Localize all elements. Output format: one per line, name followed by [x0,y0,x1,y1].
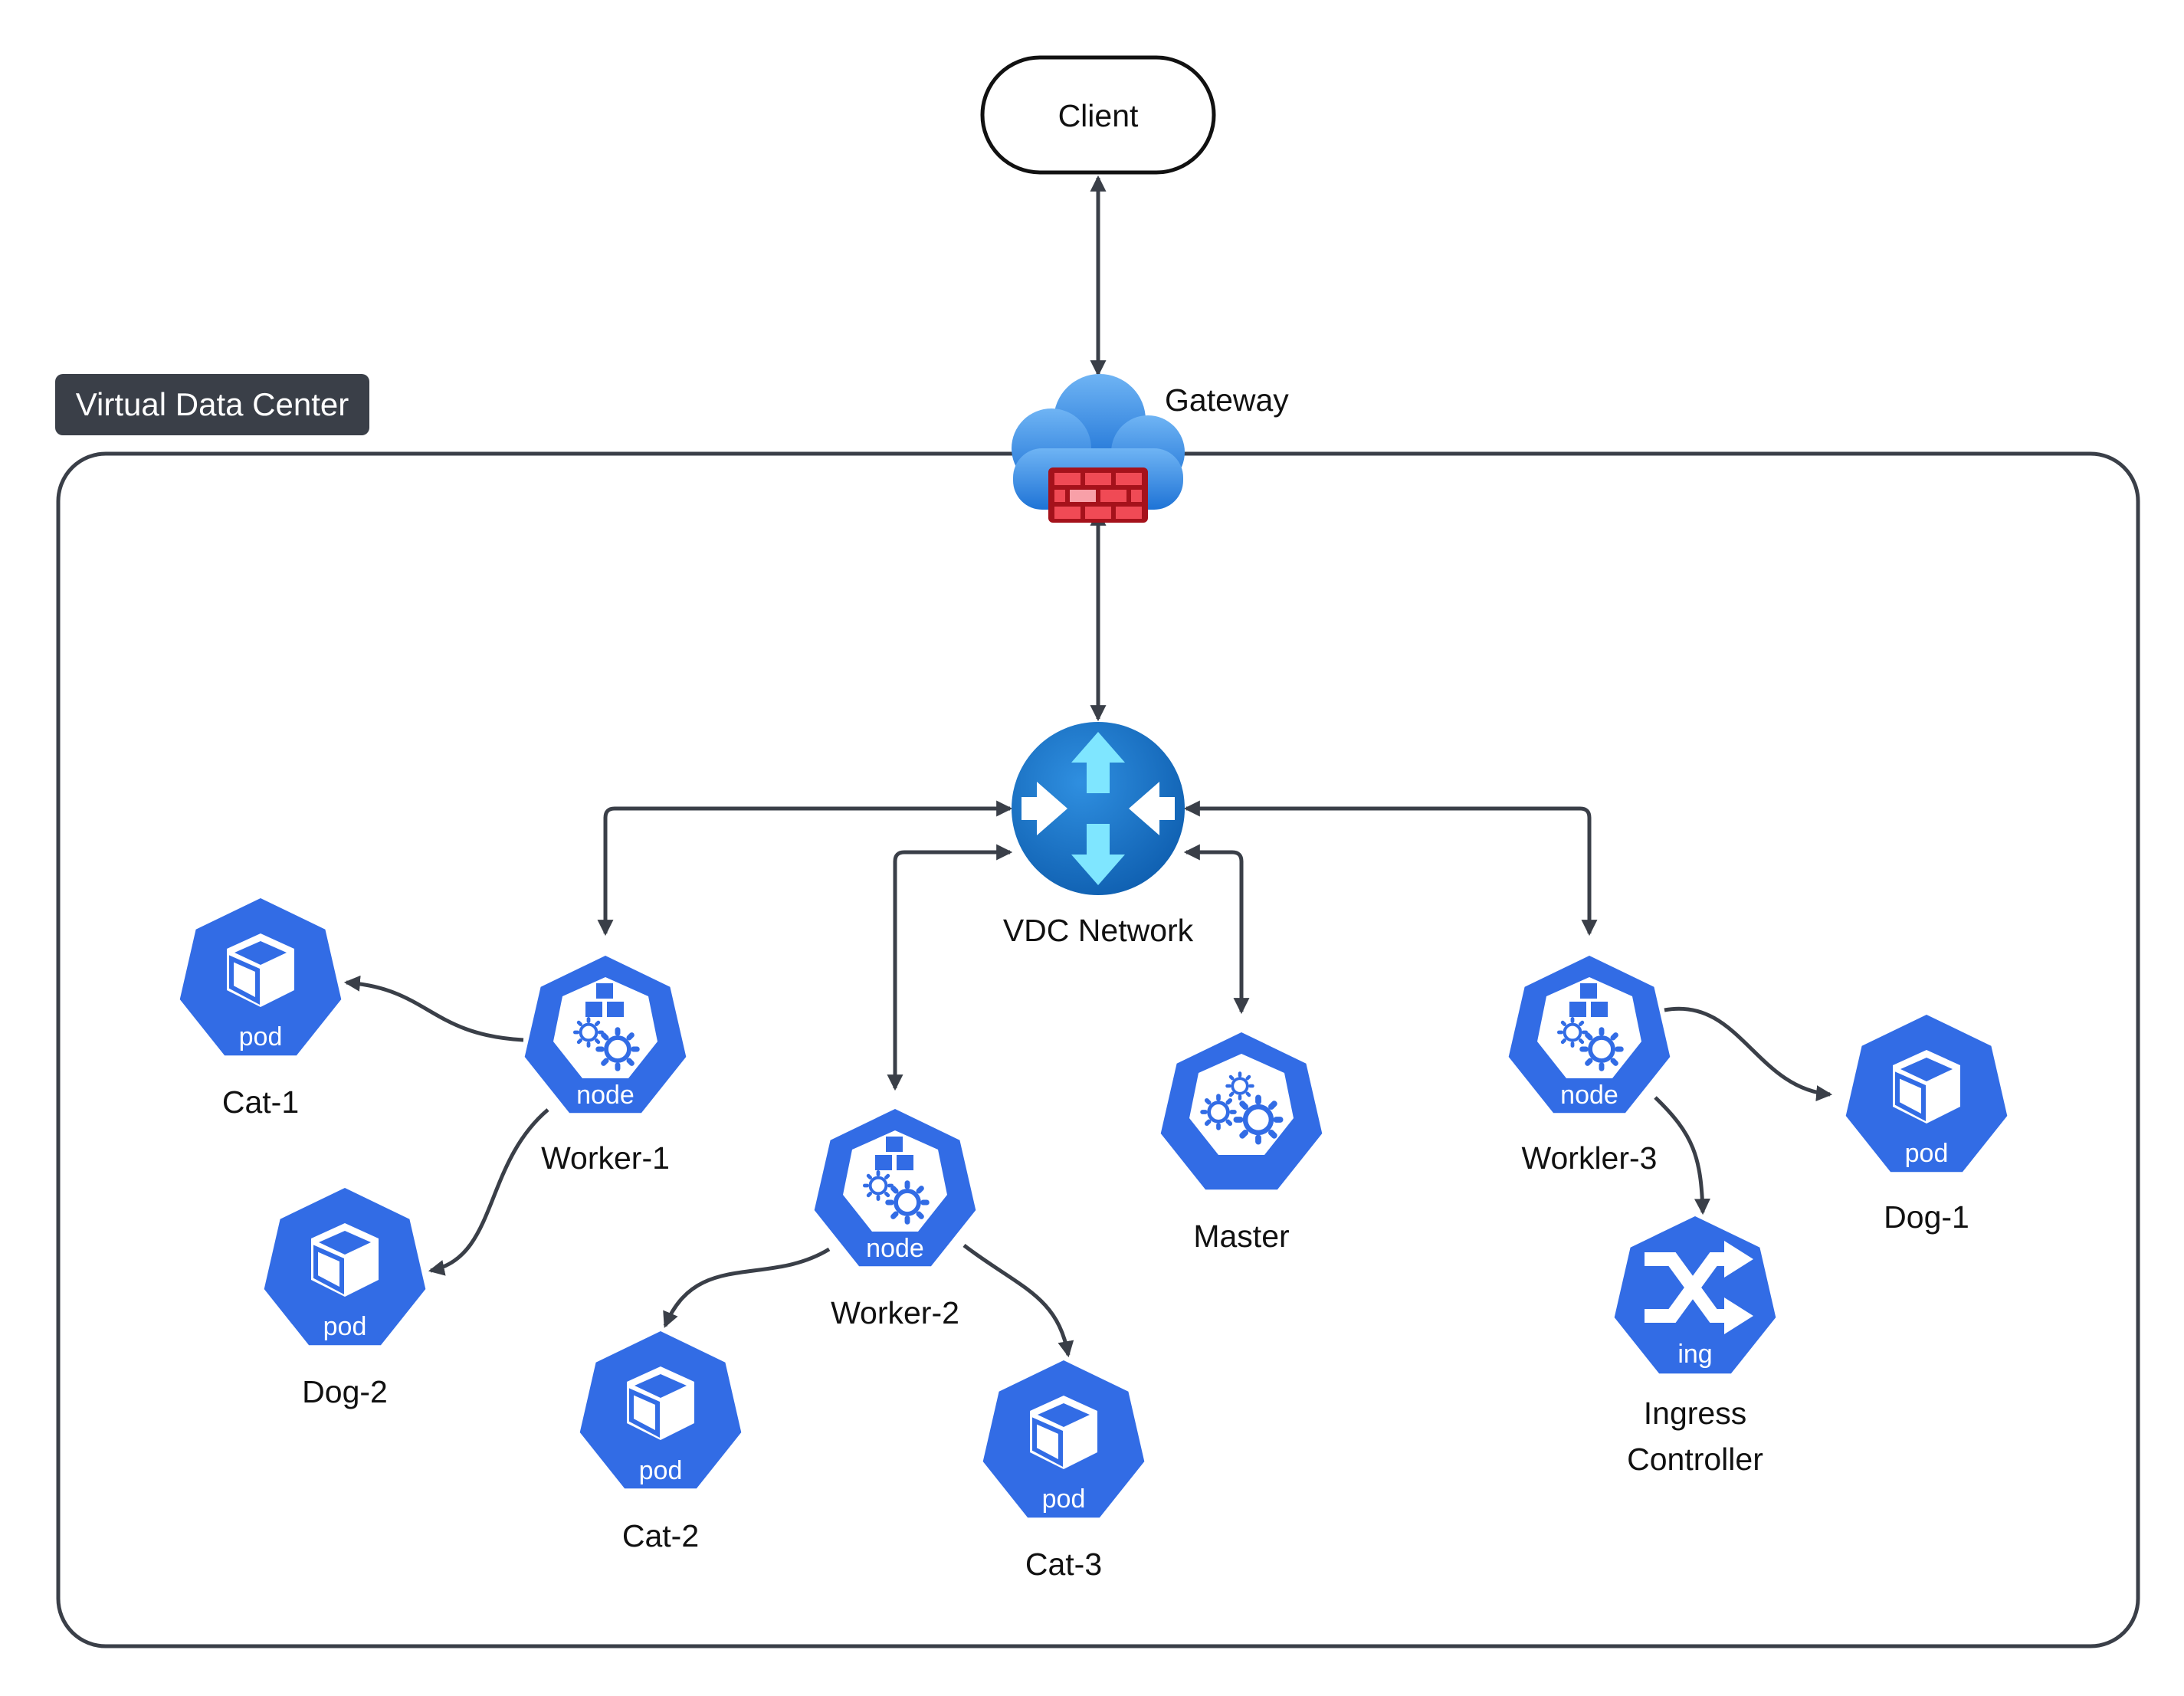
cat-3-pod[interactable]: pod Cat-3 [983,1360,1145,1582]
pod-badge: pod [323,1312,367,1341]
cloud-firewall-icon [1012,374,1185,523]
ingress-label-line2: Controller [1627,1442,1763,1477]
node-badge: node [866,1234,924,1263]
client-label: Client [1058,98,1139,133]
cat-3-label: Cat-3 [1025,1547,1102,1582]
master-label: Master [1193,1219,1289,1254]
gateway-label: Gateway [1165,382,1289,418]
cat-1-label: Cat-1 [222,1084,299,1120]
k8s-master-icon [1160,1032,1323,1190]
dog-1-pod[interactable]: pod Dog-1 [1846,1015,2008,1235]
pod-badge: pod [1905,1139,1949,1168]
node-badge: node [1560,1081,1618,1110]
vdc-label-badge: Virtual Data Center [55,374,369,435]
edge-worker1-dog2 [428,1108,549,1276]
dog-1-label: Dog-1 [1884,1199,1969,1235]
k8s-ingress-icon [1614,1216,1776,1374]
vdc-network-label: VDC Network [1003,913,1194,948]
edge-network-worker3 [1183,800,1598,937]
edge-worker3-dog1 [1664,1006,1833,1101]
worker-1-node[interactable]: node Worker-1 [525,956,687,1176]
worker-1-label: Worker-1 [541,1140,670,1176]
edge-network-master [1183,844,1250,1015]
edge-worker1-cat1 [343,975,524,1042]
ingress-controller-node[interactable]: ing Ingress Controller [1614,1216,1776,1477]
cat-2-label: Cat-2 [622,1518,699,1553]
pod-badge: pod [239,1022,283,1051]
dog-2-label: Dog-2 [302,1374,388,1409]
edge-network-worker1 [597,800,1013,937]
worker-3-label: Workler-3 [1522,1140,1658,1176]
master-node[interactable]: Master [1160,1032,1323,1254]
dog-2-pod[interactable]: pod Dog-2 [264,1188,426,1409]
client-node[interactable]: Client [980,55,1216,175]
worker-2-label: Worker-2 [831,1295,959,1330]
edge-worker3-ingress [1654,1096,1710,1215]
ingress-badge: ing [1677,1340,1712,1369]
worker-2-node[interactable]: node Worker-2 [815,1109,976,1330]
gateway-node[interactable]: Gateway [1012,374,1289,523]
edge-worker2-cat2 [663,1247,831,1328]
vdc-network-node[interactable]: VDC Network [1003,722,1194,948]
edge-network-worker2 [887,844,1013,1091]
worker-3-node[interactable]: node Workler-3 [1509,956,1671,1176]
edge-worker2-cat3 [962,1244,1074,1358]
cat-1-pod[interactable]: pod Cat-1 [180,898,342,1120]
node-badge: node [576,1081,635,1110]
pod-badge: pod [1042,1484,1086,1514]
vdc-label: Virtual Data Center [76,386,349,422]
pod-badge: pod [639,1456,683,1485]
router-icon [1012,722,1185,895]
ingress-label-line1: Ingress [1644,1396,1746,1431]
cat-2-pod[interactable]: pod Cat-2 [580,1331,742,1553]
